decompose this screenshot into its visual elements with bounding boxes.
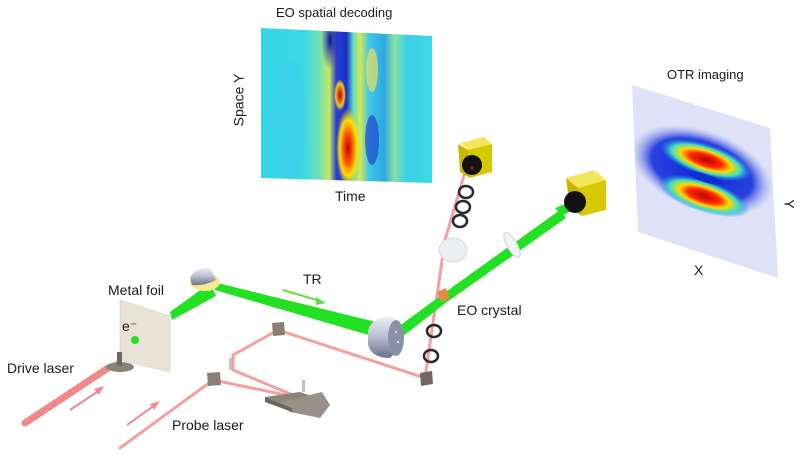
eo-x-axis-label: Time — [335, 188, 366, 204]
mirror — [229, 358, 232, 370]
eo-heatmap — [261, 28, 432, 183]
tr-arrow — [282, 289, 326, 305]
parabolic-mirror-2 — [368, 316, 404, 358]
lens-tr — [503, 232, 521, 258]
mirror — [302, 380, 305, 392]
eo-crystal — [437, 288, 450, 302]
otr-title: OTR imaging — [667, 67, 744, 82]
probe-arrow — [126, 401, 160, 426]
eo-y-axis-label: Space Y — [230, 73, 247, 127]
mirror — [207, 372, 221, 386]
tr-beam — [170, 198, 583, 340]
mirror — [272, 322, 285, 336]
metal-foil — [119, 299, 171, 373]
tr-label: TR — [303, 271, 322, 287]
eo-crystal-label: EO crystal — [457, 302, 522, 318]
electron-label: e⁻ — [122, 318, 138, 334]
electron-spot — [131, 336, 139, 344]
drive-laser-label: Drive laser — [7, 360, 74, 376]
otr-y-label: Y — [781, 199, 798, 209]
mirror — [420, 371, 433, 386]
optical-rings-lower — [422, 323, 443, 364]
camera-eo — [458, 137, 492, 178]
parabolic-mirror-1 — [190, 267, 220, 291]
optical-rings-upper — [451, 184, 475, 229]
probe-laser-label: Probe laser — [172, 417, 244, 433]
lens-vertical — [438, 237, 468, 263]
photocathode-holder — [106, 352, 134, 372]
eo-title: EO spatial decoding — [276, 5, 393, 20]
otr-x-label: X — [694, 262, 704, 278]
otr-image — [632, 85, 778, 278]
delay-stage — [265, 392, 330, 418]
camera-otr — [564, 170, 606, 216]
metal-foil-label: Metal foil — [108, 282, 165, 298]
